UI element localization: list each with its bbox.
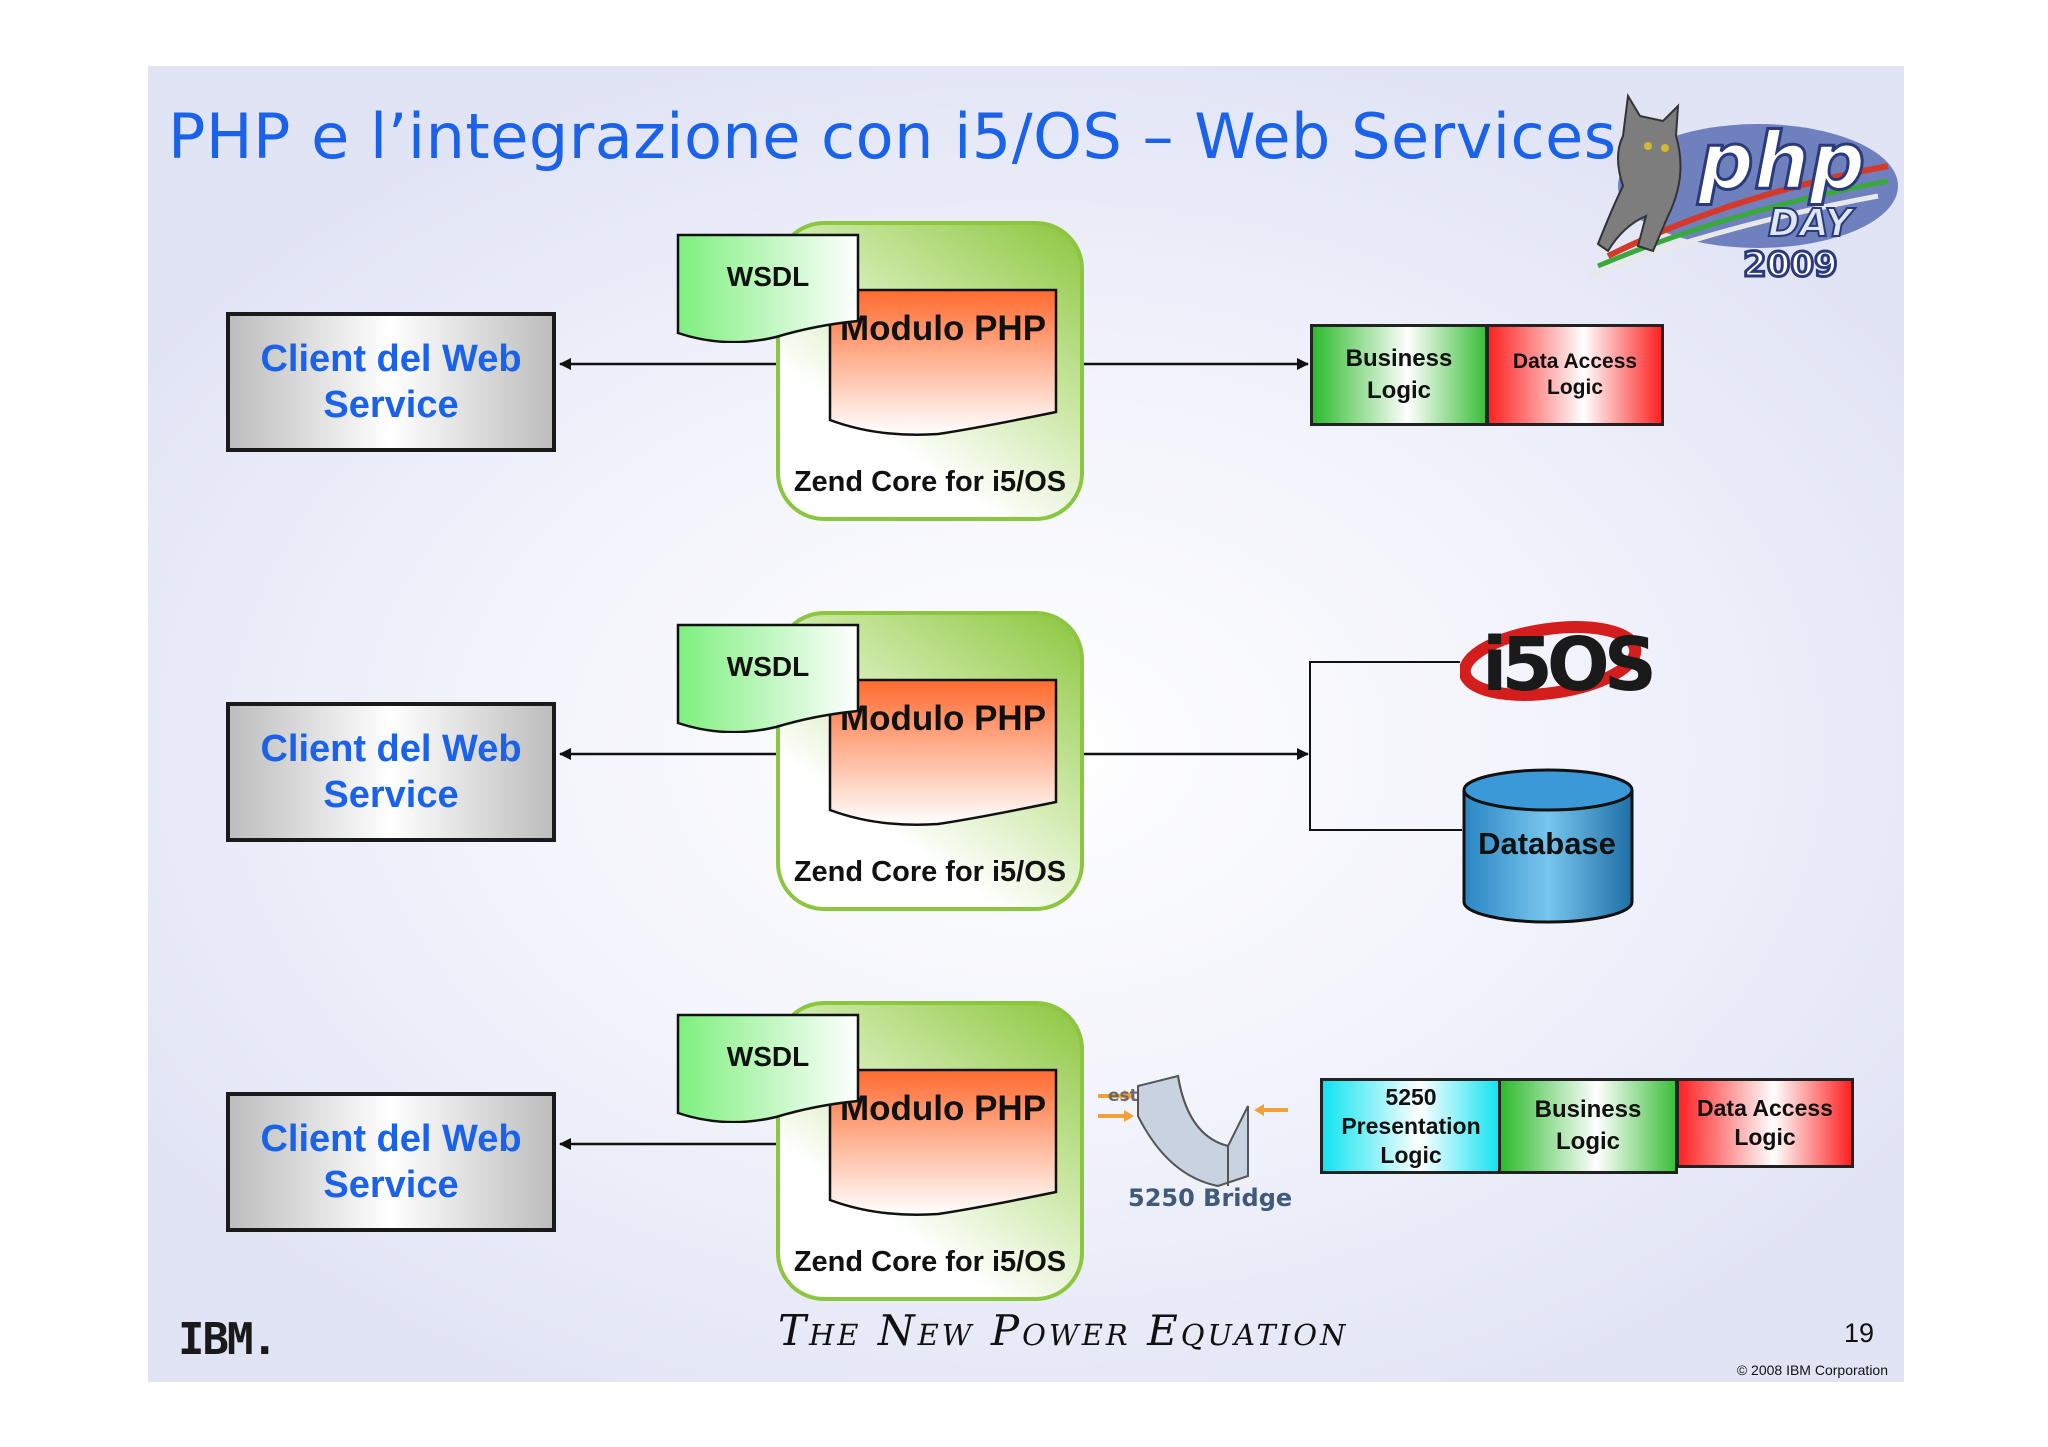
i5os-logo: i5OS bbox=[1460, 621, 1658, 708]
svg-text:i5OS: i5OS bbox=[1482, 622, 1652, 708]
copyright: © 2008 IBM Corporation bbox=[1736, 1362, 1888, 1378]
wsdl-doc-2: WSDL bbox=[676, 623, 860, 733]
php-wordmark: php bbox=[1697, 117, 1865, 207]
slide: PHP e l’integrazione con i5/OS – Web Ser… bbox=[148, 66, 1904, 1382]
slide-title: PHP e l’integrazione con i5/OS – Web Ser… bbox=[168, 100, 1617, 173]
day-wordmark: DAY bbox=[1768, 201, 1856, 245]
database-label: Database bbox=[1478, 826, 1616, 861]
business-logic-1: Business Logic bbox=[1310, 324, 1488, 426]
data-access-logic-3: Data Access Logic bbox=[1676, 1078, 1854, 1168]
wsdl-doc-3: WSDL bbox=[676, 1013, 860, 1123]
bridge-est-label: est bbox=[1108, 1086, 1138, 1106]
zend-core-label: Zend Core for i5/OS bbox=[793, 1246, 1067, 1278]
data-access-logic-1: Data Access Logic bbox=[1486, 324, 1664, 426]
client-web-service-1: Client del Web Service bbox=[226, 312, 556, 452]
ibm-logo: IBM. bbox=[178, 1314, 278, 1365]
phpday-logo: php DAY 2009 bbox=[1587, 93, 1898, 287]
bracket-i5os-database bbox=[1309, 661, 1462, 831]
page-number: 19 bbox=[1843, 1318, 1874, 1348]
modulo-php-3: Modulo PHP bbox=[828, 1068, 1058, 1216]
bridge-label: 5250 Bridge bbox=[1128, 1184, 1293, 1212]
year-wordmark: 2009 bbox=[1743, 245, 1838, 285]
presentation-logic-3: 5250 Presentation Logic bbox=[1320, 1078, 1502, 1174]
client-web-service-3: Client del Web Service bbox=[226, 1092, 556, 1232]
database-cylinder-icon bbox=[1462, 768, 1634, 924]
modulo-php-1: Modulo PHP bbox=[828, 288, 1058, 436]
zend-core-label: Zend Core for i5/OS bbox=[793, 856, 1067, 888]
zend-core-label: Zend Core for i5/OS bbox=[793, 466, 1067, 498]
wsdl-doc-1: WSDL bbox=[676, 233, 860, 343]
client-web-service-2: Client del Web Service bbox=[226, 702, 556, 842]
cat-icon bbox=[1596, 93, 1682, 253]
tagline: The New Power Equation bbox=[778, 1306, 1349, 1355]
5250-bridge-icon bbox=[1098, 1074, 1288, 1188]
business-logic-3: Business Logic bbox=[1498, 1078, 1678, 1174]
modulo-php-2: Modulo PHP bbox=[828, 678, 1058, 826]
